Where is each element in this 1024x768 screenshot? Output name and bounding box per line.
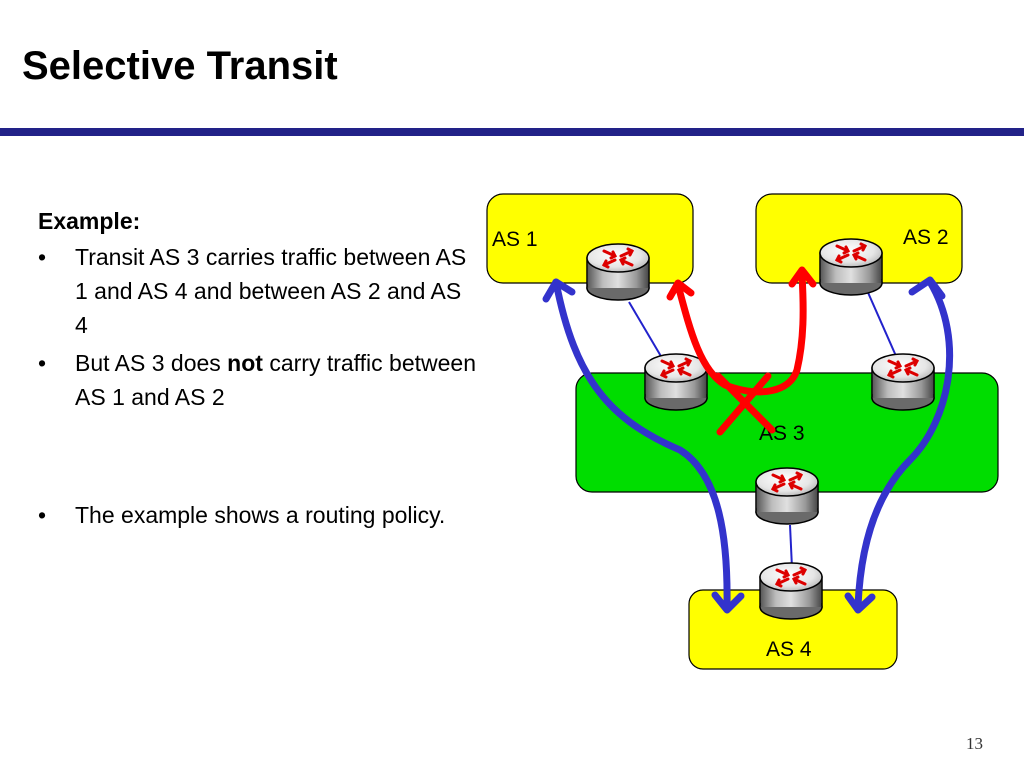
links (628, 287, 897, 569)
blocked-path (666, 266, 817, 396)
bullet-transit: Transit AS 3 carries traffic between AS … (38, 240, 478, 342)
bullet-not-carry-suffix: carry traffic between AS 1 and AS 2 (75, 350, 476, 410)
title-rule (0, 128, 1024, 136)
arrow-icon (552, 278, 731, 610)
bullet-not-carry: But AS 3 does not carry traffic between … (38, 346, 478, 414)
bullet-routing-policy: The example shows a routing policy. (38, 498, 478, 532)
arrow-icon (854, 278, 954, 610)
arrow-icon (908, 276, 946, 300)
arrow-icon (542, 278, 576, 303)
as2-label: AS 2 (903, 226, 949, 249)
router-icon (643, 352, 709, 412)
link-as1-as3 (628, 301, 663, 359)
router-icon (818, 237, 884, 297)
arrow-icon (711, 591, 745, 614)
blocked-x-icon (714, 372, 776, 436)
router-icon (758, 561, 824, 621)
example-heading: Example: (38, 208, 141, 234)
slide-title: Selective Transit (22, 44, 338, 88)
router-icon (585, 242, 651, 302)
bullet-not-carry-prefix: But AS 3 does (75, 350, 228, 376)
body-text: Example: Transit AS 3 carries traffic be… (38, 204, 478, 532)
as4-label: AS 4 (766, 638, 812, 661)
link-as3-as4 (789, 524, 793, 569)
allowed-paths (542, 276, 954, 614)
as1-label: AS 1 (492, 228, 538, 251)
arrow-icon (674, 271, 807, 396)
page-number: 13 (966, 734, 983, 753)
link-as2-as3 (865, 287, 897, 357)
router-icon (870, 352, 936, 412)
router-icon (754, 466, 820, 526)
bullet-not-carry-bold: not (227, 350, 263, 376)
arrow-icon (844, 592, 876, 614)
arrow-icon (788, 266, 817, 288)
arrow-icon (666, 279, 695, 301)
